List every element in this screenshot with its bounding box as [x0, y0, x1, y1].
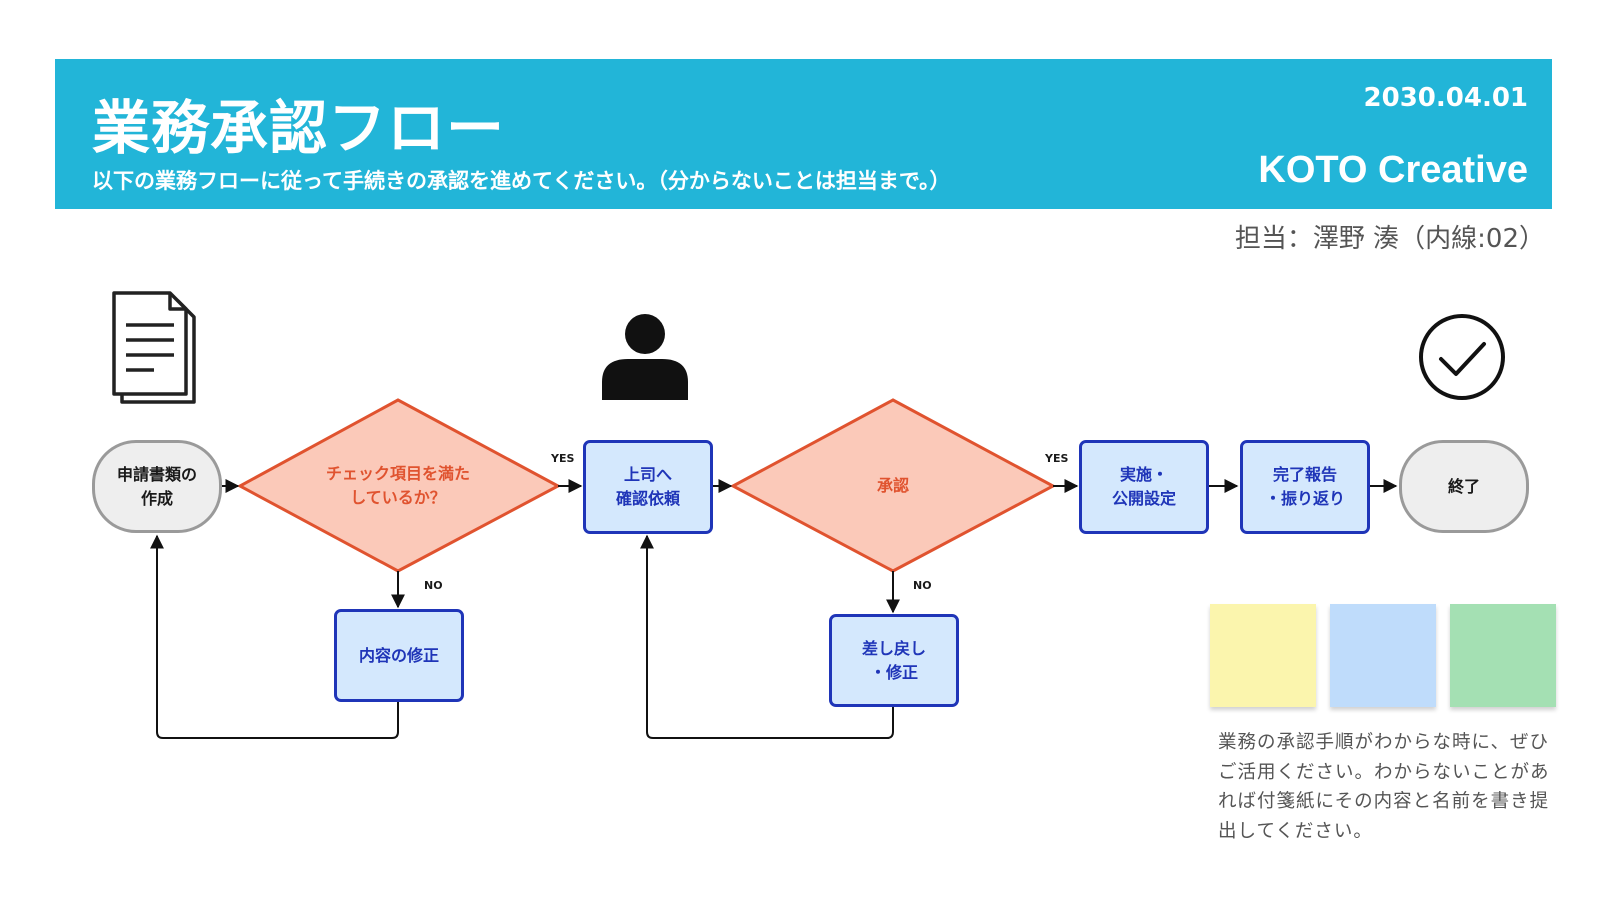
- implement-node: 実施・ 公開設定: [1079, 440, 1209, 534]
- contact-person: 担当：澤野 湊（内線:02）: [1234, 224, 1545, 254]
- send-back-node: 差し戻し ・修正: [829, 614, 959, 707]
- document-icon: [112, 291, 196, 404]
- edge-fix-loop: [150, 534, 399, 739]
- header-banner: 業務承認フロー 以下の業務フローに従って手続きの承認を進めてください。（分からな…: [55, 59, 1552, 209]
- page-title: 業務承認フロー: [92, 94, 506, 162]
- checkmark-icon: [1419, 314, 1505, 400]
- fix-content-node: 内容の修正: [334, 609, 464, 702]
- end-node: 終了: [1399, 440, 1529, 533]
- sticky-note-blue: [1330, 604, 1436, 707]
- date-label: 2030.04.01: [1363, 83, 1528, 113]
- connectors: [150, 479, 1398, 739]
- person-icon: [602, 314, 688, 400]
- request-node: 上司へ 確認依頼: [583, 440, 713, 534]
- yes-label-approve: YES: [1045, 452, 1069, 465]
- decision-approve-label: 承認: [876, 476, 909, 495]
- no-label-approve: NO: [913, 579, 932, 592]
- edge-sendback-loop: [640, 534, 894, 739]
- page-subtitle: 以下の業務フローに従って手続きの承認を進めてください。（分からないことは担当まで…: [92, 169, 951, 193]
- company-name: KOTO Creative: [1258, 149, 1528, 191]
- sticky-note-green: [1450, 604, 1556, 707]
- decision-check-label: チェック項目を満た しているか？: [325, 464, 470, 507]
- no-label-check: NO: [424, 579, 443, 592]
- yes-label-check: YES: [551, 452, 575, 465]
- sticky-note-instructions: 業務の承認手順がわからな時に、ぜひご活用ください。わからないことがあれば付箋紙に…: [1218, 732, 1550, 842]
- sticky-note-yellow: [1210, 604, 1316, 707]
- start-node: 申請書類の 作成: [92, 440, 222, 533]
- report-node: 完了報告 ・振り返り: [1240, 440, 1370, 534]
